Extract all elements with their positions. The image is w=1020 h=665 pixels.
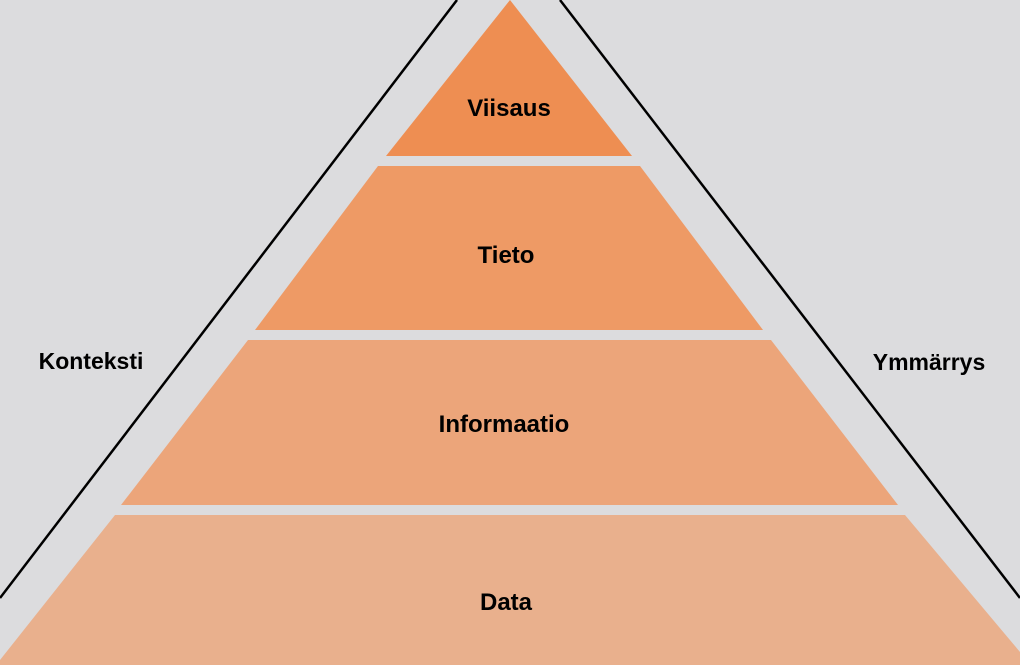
layer-viisaus <box>386 0 632 156</box>
layer-informaatio <box>121 340 898 505</box>
layer-label-informaatio: Informaatio <box>439 411 570 438</box>
layer-labels: Viisaus Tieto Informaatio Data <box>439 95 570 616</box>
layer-label-viisaus: Viisaus <box>467 95 551 122</box>
layer-data <box>0 515 1020 665</box>
side-label-konteksti: Konteksti <box>39 348 144 374</box>
layer-label-tieto: Tieto <box>478 242 535 269</box>
layer-tieto <box>255 166 763 330</box>
pyramid-outline <box>0 0 1020 599</box>
layer-label-data: Data <box>480 589 533 616</box>
outline-right-line <box>559 0 1020 599</box>
side-label-ymmarrys: Ymmärrys <box>873 349 986 375</box>
outline-left-line <box>0 0 458 599</box>
